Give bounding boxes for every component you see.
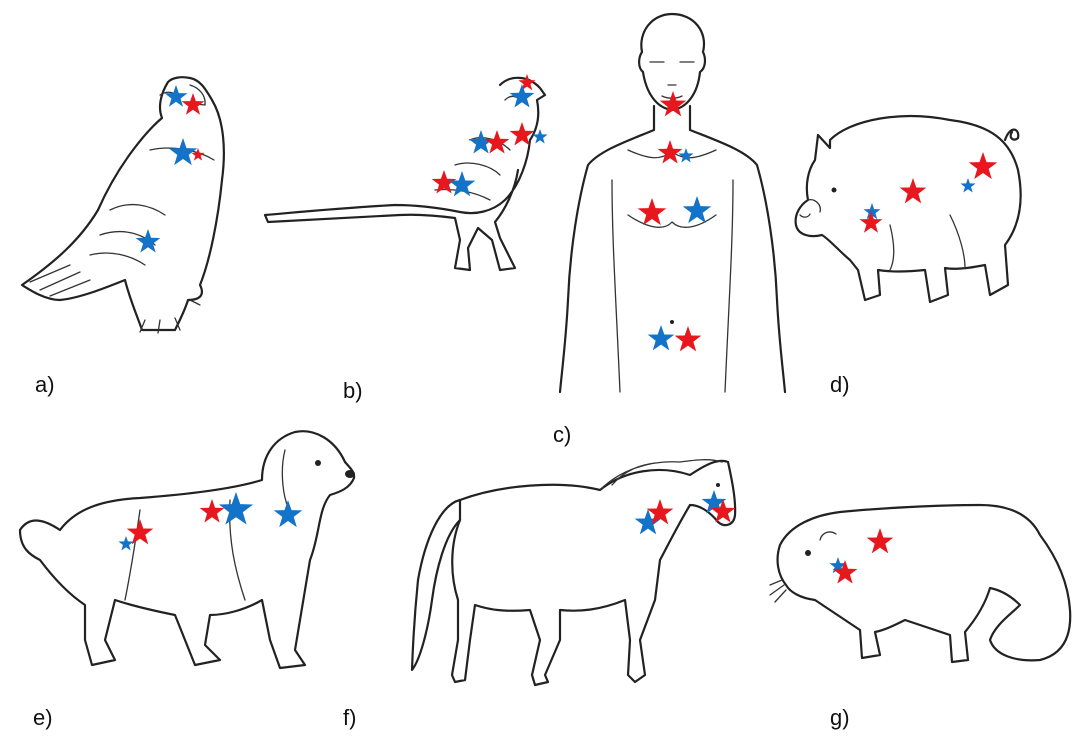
star-icon — [127, 519, 154, 544]
star-icon — [274, 500, 303, 527]
star-icon — [118, 536, 133, 550]
star-icon — [638, 198, 667, 225]
star-icon — [969, 152, 998, 179]
ferret-illustration — [770, 505, 1070, 662]
pig-markers — [860, 152, 998, 233]
dog-illustration — [20, 431, 355, 668]
pheasant-illustration — [265, 78, 545, 270]
star-icon — [675, 326, 702, 351]
star-icon — [182, 93, 205, 115]
pig-illustration — [796, 116, 1021, 302]
eagle-markers — [136, 85, 205, 253]
star-icon — [658, 140, 683, 164]
ferret-markers — [829, 528, 893, 584]
star-icon — [660, 91, 687, 116]
horse-illustration — [412, 460, 735, 685]
star-icon — [960, 178, 975, 192]
star-icon — [200, 499, 225, 523]
star-icon — [648, 325, 675, 350]
dog-markers — [118, 492, 302, 550]
star-icon — [136, 229, 161, 253]
star-icon — [485, 130, 510, 154]
eagle-illustration — [22, 77, 224, 333]
star-icon — [165, 85, 188, 107]
star-icon — [683, 196, 712, 223]
star-icon — [860, 211, 883, 233]
pheasant-markers — [432, 74, 548, 196]
star-icon — [169, 138, 198, 165]
human-markers — [638, 91, 712, 351]
star-icon — [219, 492, 253, 525]
star-icon — [867, 528, 894, 553]
star-icon — [900, 178, 927, 203]
